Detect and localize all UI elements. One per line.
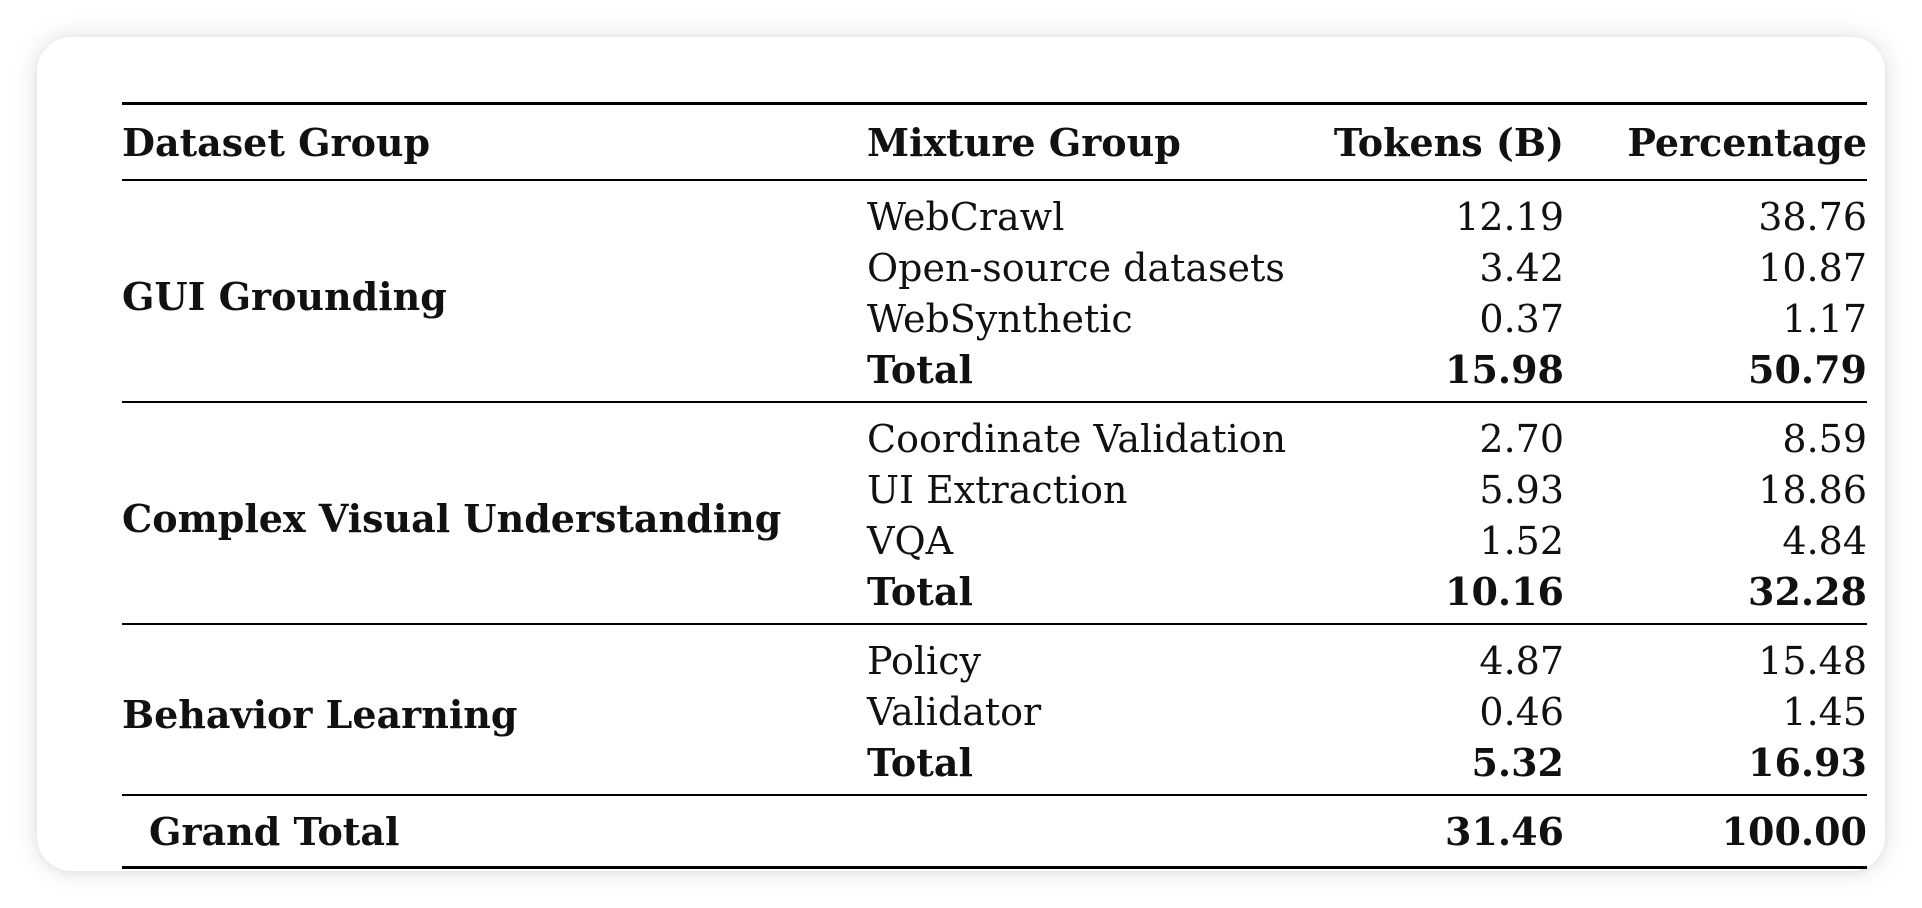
tokens-cell: 12.19 [1455,194,1564,239]
table-row: Behavior Learning Policy 4.87 15.48 [122,624,1867,737]
table-container: Dataset Group Mixture Group Tokens (B) P… [122,102,1867,869]
tokens-cell: 2.70 [1479,416,1564,461]
dataset-group-label: Behavior Learning [122,692,518,737]
tokens-cell: 1.52 [1479,518,1564,563]
tokens-cell: 4.87 [1479,638,1564,683]
mixture-cell: Open-source datasets [867,245,1285,290]
percentage-cell: 18.86 [1758,467,1867,512]
table-row: VQA 1.52 4.84 [122,515,1867,566]
percentage-cell: 1.45 [1782,689,1867,734]
percentage-cell: 38.76 [1758,194,1867,239]
subtotal-percentage: 32.28 [1748,569,1867,614]
percentage-cell: 15.48 [1758,638,1867,683]
subtotal-label: Total [867,569,973,614]
mixture-cell: UI Extraction [867,467,1128,512]
grand-total-section: Grand Total 31.46 100.00 [122,795,1867,868]
grand-total-row: Grand Total 31.46 100.00 [122,795,1867,868]
tokens-cell: 5.93 [1479,467,1564,512]
subtotal-row: Total 10.16 32.28 [122,566,1867,624]
table-row: Complex Visual Understanding Coordinate … [122,402,1867,541]
subtotal-row: Total 15.98 50.79 [122,344,1867,402]
subtotal-label: Total [867,740,973,785]
mixture-cell: VQA [867,518,954,563]
table-row: UI Extraction 5.93 18.86 [122,464,1867,515]
subtotal-row: Total 5.32 16.93 [122,737,1867,795]
percentage-cell: 4.84 [1782,518,1867,563]
percentage-cell: 1.17 [1782,296,1867,341]
dataset-group-label: GUI Grounding [122,273,447,319]
table-row: GUI Grounding WebCrawl 12.19 38.76 [122,180,1867,319]
group-complex-visual-understanding: Complex Visual Understanding Coordinate … [122,402,1867,624]
subtotal-percentage: 16.93 [1748,740,1867,785]
header-percentage: Percentage [1627,119,1867,165]
group-gui-grounding: GUI Grounding WebCrawl 12.19 38.76 Open-… [122,180,1867,402]
subtotal-label: Total [867,347,973,392]
tokens-cell: 0.37 [1479,296,1564,341]
mixture-cell: WebCrawl [867,194,1065,239]
mixture-cell: Policy [867,638,981,683]
dataset-mixture-table: Dataset Group Mixture Group Tokens (B) P… [122,102,1867,869]
subtotal-percentage: 50.79 [1748,347,1867,392]
header-row: Dataset Group Mixture Group Tokens (B) P… [122,103,1867,181]
header-mixture-group: Mixture Group [867,119,1181,165]
mixture-cell: Coordinate Validation [867,416,1287,461]
tokens-cell: 3.42 [1479,245,1564,290]
grand-total-empty-cell [867,795,1322,868]
percentage-cell: 10.87 [1758,245,1867,290]
subtotal-tokens: 15.98 [1445,347,1564,392]
table-row: Open-source datasets 3.42 10.87 [122,242,1867,293]
subtotal-tokens: 5.32 [1471,740,1564,785]
header-dataset-group: Dataset Group [122,119,431,165]
grand-total-label: Grand Total [149,808,400,854]
group-behavior-learning: Behavior Learning Policy 4.87 15.48 Vali… [122,624,1867,795]
grand-total-tokens: 31.46 [1445,808,1564,854]
mixture-cell: WebSynthetic [867,296,1133,341]
tokens-cell: 0.46 [1479,689,1564,734]
header-tokens: Tokens (B) [1333,119,1564,165]
dataset-group-label: Complex Visual Understanding [122,495,782,541]
grand-total-percentage: 100.00 [1721,808,1867,854]
subtotal-tokens: 10.16 [1445,569,1564,614]
table-row: WebSynthetic 0.37 1.17 [122,293,1867,344]
percentage-cell: 8.59 [1782,416,1867,461]
table-card: Dataset Group Mixture Group Tokens (B) P… [37,37,1885,871]
mixture-cell: Validator [867,689,1042,734]
table-row: Validator 0.46 1.45 [122,686,1867,737]
